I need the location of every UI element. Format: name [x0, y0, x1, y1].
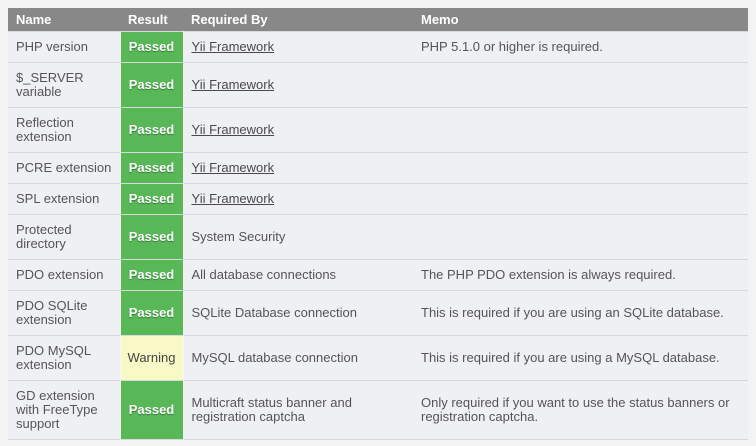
required-by-label: SQLite Database connection: [191, 305, 358, 320]
column-header-memo: Memo: [413, 8, 748, 32]
memo-cell: This is required if you are using a MySQ…: [413, 335, 748, 381]
table-row: PDO SQLite extension Passed SQLite Datab…: [8, 290, 748, 336]
result-status-cell-passed: Passed: [119, 290, 184, 336]
required-by-cell: Yii Framework: [183, 62, 413, 108]
required-by-link[interactable]: Yii Framework: [191, 191, 275, 206]
result-status-cell-warning: Warning: [119, 335, 184, 381]
required-by-cell: System Security: [183, 214, 413, 260]
result-status-cell-passed: Passed: [119, 380, 184, 440]
memo-cell: This is required if you are using an SQL…: [413, 290, 748, 336]
result-status-cell-passed: Passed: [119, 259, 184, 291]
required-by-cell: MySQL database connection: [183, 335, 413, 381]
required-by-label: All database connections: [191, 267, 337, 282]
required-by-label: System Security: [191, 229, 286, 244]
table-row: PDO extension Passed All database connec…: [8, 259, 748, 291]
column-header-required-by: Required By: [183, 8, 413, 32]
memo-cell: [413, 107, 748, 153]
table-row: Reflection extension Passed Yii Framewor…: [8, 107, 748, 153]
result-status-cell-passed: Passed: [119, 183, 184, 215]
required-by-link[interactable]: Yii Framework: [191, 160, 275, 175]
required-by-cell: All database connections: [183, 259, 413, 291]
memo-cell: [413, 62, 748, 108]
result-status-cell-passed: Passed: [119, 62, 184, 108]
column-header-name: Name: [8, 8, 120, 32]
requirement-name-cell: PHP version: [8, 31, 120, 63]
requirement-name-cell: Protected directory: [8, 214, 120, 260]
table-row: $_SERVER variable Passed Yii Framework: [8, 62, 748, 108]
required-by-label: Multicraft status banner and registratio…: [191, 395, 352, 424]
required-by-cell: Yii Framework: [183, 152, 413, 184]
required-by-cell: Multicraft status banner and registratio…: [183, 380, 413, 440]
memo-cell: Only required if you want to use the sta…: [413, 380, 748, 440]
memo-cell: [413, 152, 748, 184]
result-status-cell-passed: Passed: [119, 152, 184, 184]
required-by-link[interactable]: Yii Framework: [191, 122, 275, 137]
table-row: SPL extension Passed Yii Framework: [8, 183, 748, 215]
memo-cell: The PHP PDO extension is always required…: [413, 259, 748, 291]
result-status-cell-passed: Passed: [119, 31, 184, 63]
requirement-name-cell: PDO extension: [8, 259, 120, 291]
table-row: GD extension with FreeType support Passe…: [8, 380, 748, 440]
required-by-cell: Yii Framework: [183, 183, 413, 215]
requirement-name-cell: Reflection extension: [8, 107, 120, 153]
required-by-label: MySQL database connection: [191, 350, 358, 365]
table-row: PHP version Passed Yii Framework PHP 5.1…: [8, 31, 748, 63]
requirement-name-cell: PCRE extension: [8, 152, 120, 184]
column-header-result: Result: [120, 8, 183, 32]
requirement-name-cell: PDO SQLite extension: [8, 290, 120, 336]
required-by-link[interactable]: Yii Framework: [191, 77, 275, 92]
table-row: PDO MySQL extension Warning MySQL databa…: [8, 335, 748, 381]
requirement-name-cell: $_SERVER variable: [8, 62, 120, 108]
requirement-name-cell: PDO MySQL extension: [8, 335, 120, 381]
requirement-name-cell: GD extension with FreeType support: [8, 380, 120, 440]
table-row: Protected directory Passed System Securi…: [8, 214, 748, 260]
memo-cell: [413, 183, 748, 215]
memo-cell: [413, 214, 748, 260]
result-status-cell-passed: Passed: [119, 107, 184, 153]
required-by-cell: SQLite Database connection: [183, 290, 413, 336]
required-by-cell: Yii Framework: [183, 107, 413, 153]
table-row: PCRE extension Passed Yii Framework: [8, 152, 748, 184]
requirement-name-cell: SPL extension: [8, 183, 120, 215]
result-status-cell-passed: Passed: [119, 214, 184, 260]
memo-cell: PHP 5.1.0 or higher is required.: [413, 31, 748, 63]
required-by-cell: Yii Framework: [183, 31, 413, 63]
required-by-link[interactable]: Yii Framework: [191, 39, 275, 54]
table-body: PHP version Passed Yii Framework PHP 5.1…: [8, 31, 748, 440]
